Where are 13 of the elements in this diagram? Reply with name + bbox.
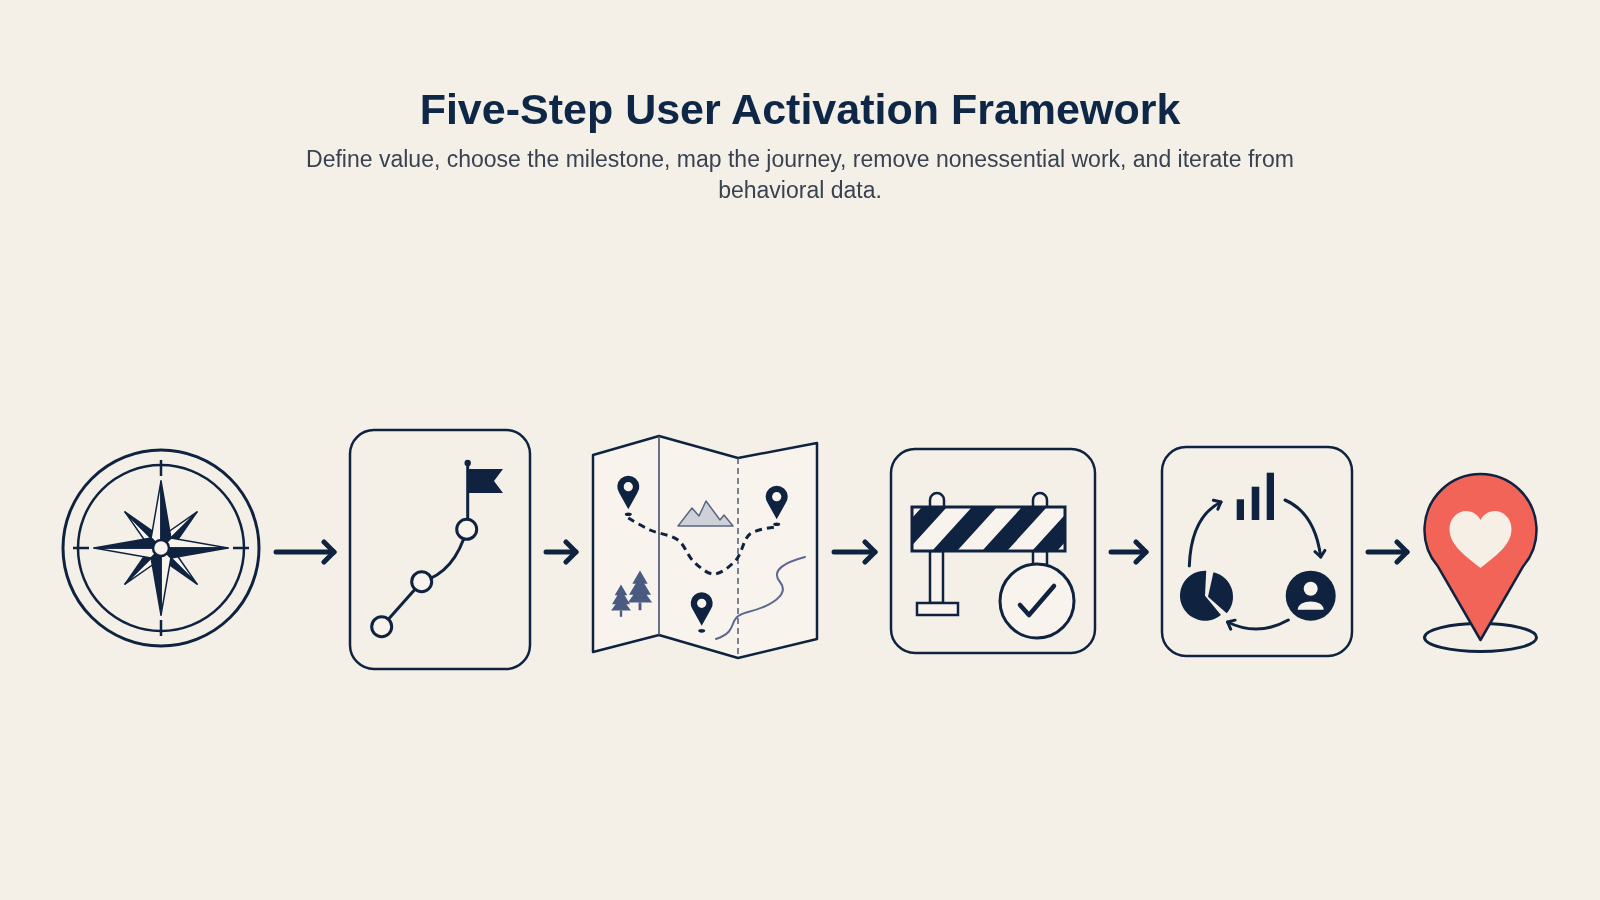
- arrow: [1365, 539, 1410, 565]
- arrow: [831, 539, 878, 565]
- folded-map-icon: [590, 432, 820, 662]
- road-barrier-icon: [889, 447, 1097, 655]
- arrow: [543, 539, 579, 565]
- compass-icon: [60, 447, 262, 649]
- flag-path-icon: [348, 428, 532, 671]
- arrow: [273, 539, 337, 565]
- heart-pin-icon: [1421, 471, 1540, 654]
- arrow: [1108, 539, 1149, 565]
- title: Five-Step User Activation Framework: [419, 84, 1181, 135]
- subtitle: Define value, choose the milestone, map the journey, remove nonessential work, and iterate from behavioral data.: [305, 145, 1295, 205]
- analytics-cycle-icon: [1160, 445, 1354, 658]
